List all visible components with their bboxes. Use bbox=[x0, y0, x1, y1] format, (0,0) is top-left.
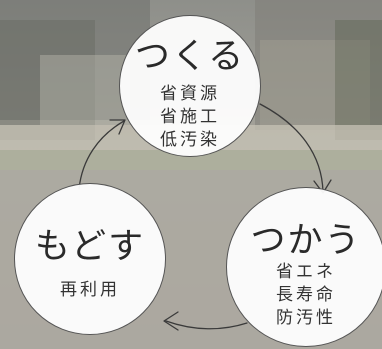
arrow-tsukuru-to-tsukau bbox=[259, 103, 324, 193]
stage-items: 再利用 bbox=[15, 279, 165, 302]
arrow-modosu-to-tsukuru bbox=[78, 120, 125, 190]
arrow-tsukau-to-modosu bbox=[165, 320, 248, 330]
stage-item: 防汚性 bbox=[276, 308, 336, 328]
stage-item: 省施工 bbox=[160, 107, 220, 127]
stage-circle-tsukuru: つくる 省資源 省施工 低汚染 bbox=[119, 15, 261, 157]
stage-title: つかう bbox=[250, 221, 362, 261]
stage-circle-modosu: もどす 再利用 bbox=[14, 183, 166, 335]
stage-items: 省資源 省施工 低汚染 bbox=[120, 83, 260, 152]
stage-item: 低汚染 bbox=[160, 130, 220, 150]
stage-item: 再利用 bbox=[60, 280, 120, 300]
stage-item: 省資源 bbox=[160, 84, 220, 104]
stage-item: 省エネ bbox=[276, 262, 336, 282]
stage-item: 長寿命 bbox=[276, 285, 336, 305]
stage-title: つくる bbox=[134, 37, 246, 77]
stage-title: もどす bbox=[34, 227, 146, 267]
stage-circle-tsukau: つかう 省エネ 長寿命 防汚性 bbox=[226, 187, 382, 347]
stage-items: 省エネ 長寿命 防汚性 bbox=[227, 261, 382, 330]
arrow-modosu-to-tsukuru-head bbox=[109, 119, 126, 135]
arrow-tsukau-to-modosu-head bbox=[163, 311, 179, 331]
